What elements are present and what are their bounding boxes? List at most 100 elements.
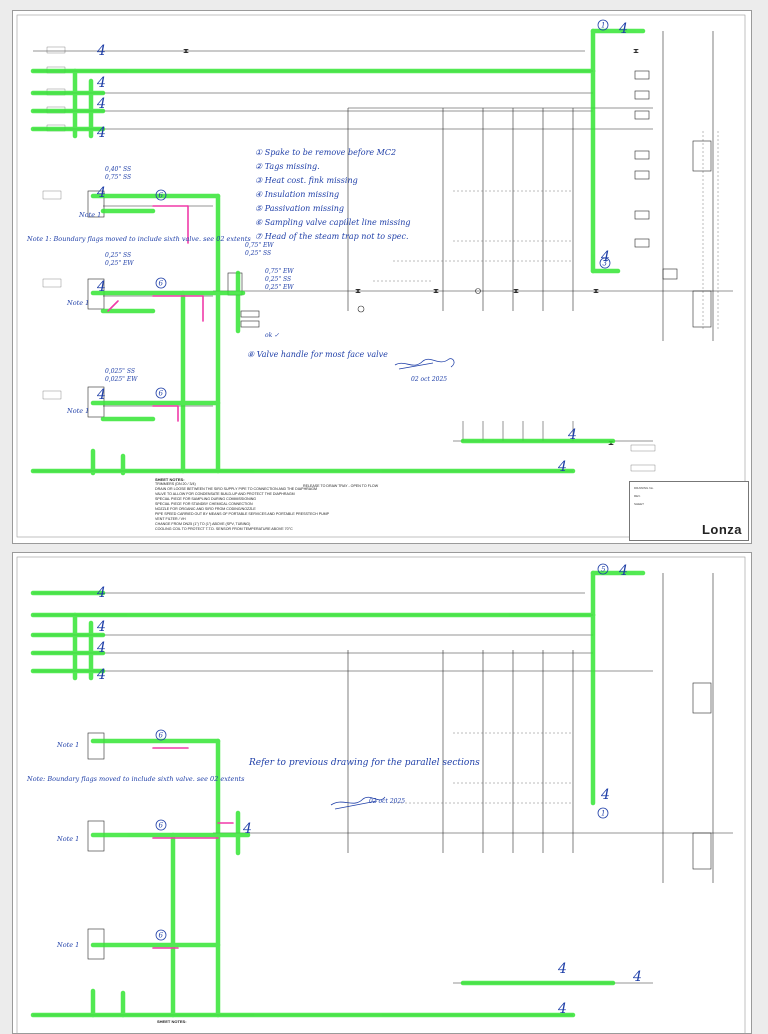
signature-top [394, 358, 455, 370]
svg-text:⑥ Sampling valve capillet line: ⑥ Sampling valve capillet line missing [255, 218, 411, 227]
red-four-marks-bottom: 4 4 4 4 4 4 4 4 4 4 [96, 563, 642, 1017]
svg-text:0,025" EW: 0,025" EW [105, 376, 138, 383]
svg-text:6: 6 [159, 280, 164, 288]
sheet-note: NOZZLE FOR ORGANIC AND SIRO FROM CODING/… [155, 507, 256, 511]
sheet-note: VENT FILTER / VH [155, 517, 186, 521]
sheet-note: VALVE TO ALLOW FOR CONDENSATE BUILD-UP A… [155, 492, 295, 496]
sheet-note: DRAIN OR LOOSE BETWEEN THE SIRO SUPPLY P… [155, 487, 317, 491]
svg-text:Note 1: Note 1 [56, 741, 79, 749]
svg-text:4: 4 [557, 1001, 567, 1017]
title-block-line: SHEET [634, 502, 645, 506]
title-block-line: REV. [634, 494, 641, 498]
title-block-line: DRAWING No. [634, 486, 654, 490]
sheet-note: COOLING COIL TO PROTECT T.T.D. SENSOR FR… [155, 527, 293, 531]
svg-text:② Tags missing.: ② Tags missing. [255, 162, 320, 171]
line-tags [42, 46, 656, 472]
svg-text:1: 1 [601, 810, 605, 818]
svg-text:6: 6 [159, 732, 164, 740]
svg-text:4: 4 [96, 43, 106, 59]
sheet-note: SPECIAL PIECE FOR STANDBY CHEMICAL CONNE… [155, 502, 253, 506]
svg-text:4: 4 [96, 585, 106, 601]
lower-right-branch [453, 421, 653, 442]
svg-text:4: 4 [96, 185, 106, 201]
svg-text:4: 4 [96, 75, 106, 91]
svg-text:6: 6 [159, 192, 164, 200]
svg-text:4: 4 [96, 387, 106, 403]
svg-text:Note 1: Note 1 [66, 299, 89, 307]
refer-comment: Refer to previous drawing for the parall… [248, 758, 480, 768]
svg-text:4: 4 [632, 969, 642, 985]
svg-text:4: 4 [242, 821, 252, 837]
svg-text:0,025" SS: 0,025" SS [105, 368, 135, 375]
svg-text:③ Heat cost. fink missing: ③ Heat cost. fink missing [255, 176, 358, 185]
control-lines-bottom [393, 732, 573, 804]
sheet-note: CHANGE FROM DN25 (1") TO (1") ABOVE (SPV… [155, 522, 251, 526]
pid-drawing-bottom: 4 4 4 4 4 4 4 4 4 4 5 1 6 6 6 Note 1 Not… [16, 556, 746, 1033]
signature-date-bottom: 02 oct 2025 [369, 798, 405, 805]
svg-text:Note 1: Note 1 [78, 211, 101, 219]
svg-text:⑦ Head of the steam trap not t: ⑦ Head of the steam trap not to spec. [255, 232, 409, 241]
pid-sheet-bottom: 4 4 4 4 4 4 4 4 4 4 5 1 6 6 6 Note 1 Not… [12, 552, 752, 1034]
signature-bottom [330, 796, 386, 810]
svg-text:4: 4 [96, 667, 106, 683]
green-highlight-bottom [30, 570, 646, 1018]
sheet-note: SPECIAL PIECE FOR SAMPLING DURING COMMIS… [155, 497, 257, 501]
sheet-notes-title-bottom: SHEET NOTES: [157, 1019, 187, 1024]
svg-text:4: 4 [96, 96, 106, 112]
svg-text:Note 1: Note 1 [66, 407, 89, 415]
svg-text:3: 3 [603, 260, 608, 268]
svg-text:0,40" SS: 0,40" SS [105, 166, 131, 173]
svg-text:0,25" SS: 0,25" SS [105, 252, 131, 259]
comment-list-top: ① Spake to be remove before MC2 ② Tags m… [247, 148, 411, 359]
pid-drawing-top: 4 4 4 4 4 4 4 4 4 4 4 6 6 6 1 3 0,40" [16, 14, 746, 538]
svg-text:① Spake to be remove before MC: ① Spake to be remove before MC2 [255, 148, 396, 157]
svg-text:4: 4 [557, 961, 567, 977]
title-block-top: DRAWING No. REV. SHEET Lonza [629, 481, 749, 541]
svg-text:0,25" SS: 0,25" SS [245, 250, 271, 257]
side-note-top: Note 1: Boundary flags moved to include … [26, 235, 251, 243]
left-modules [87, 190, 260, 418]
svg-text:4: 4 [600, 787, 610, 803]
svg-text:0,75" SS: 0,75" SS [105, 174, 131, 181]
svg-text:4: 4 [96, 125, 106, 141]
svg-text:Note 1: Note 1 [56, 941, 79, 949]
pid-sheet-top: 4 4 4 4 4 4 4 4 4 4 4 6 6 6 1 3 0,40" [12, 10, 752, 544]
svg-text:4: 4 [600, 249, 610, 265]
svg-text:4: 4 [96, 619, 106, 635]
svg-text:0,25" EW: 0,25" EW [105, 260, 134, 267]
svg-text:⑤ Passivation missing: ⑤ Passivation missing [255, 204, 344, 213]
svg-text:4: 4 [567, 427, 577, 443]
signature-date-top: 02 oct 2025 [411, 376, 447, 383]
svg-text:4: 4 [96, 640, 106, 656]
valve-symbols [183, 49, 639, 445]
control-lines [373, 131, 719, 331]
svg-text:ok ✓: ok ✓ [265, 332, 279, 339]
svg-text:④ Insulation missing: ④ Insulation missing [255, 190, 339, 199]
side-note-bottom: Note: Boundary flags moved to include si… [26, 775, 245, 783]
svg-text:4: 4 [618, 21, 628, 37]
circled-markers-bottom: 5 1 6 6 6 [155, 563, 609, 941]
svg-text:4: 4 [557, 459, 567, 475]
svg-text:4: 4 [96, 279, 106, 295]
svg-text:6: 6 [159, 932, 164, 940]
sheet-note: TRIMMERS (DN 20 / 3/4) [155, 482, 196, 486]
svg-text:5: 5 [601, 566, 606, 574]
pink-redlines-bottom [152, 747, 234, 949]
pink-redlines-top [107, 205, 204, 422]
red-four-marks: 4 4 4 4 4 4 4 4 4 4 4 [96, 21, 628, 475]
note1-labels-top: Note 1 Note 1 Note 1 [66, 211, 101, 415]
svg-text:4: 4 [618, 563, 628, 579]
process-lines-left [33, 50, 733, 472]
svg-text:1: 1 [601, 22, 605, 30]
sheet-notes-top: SHEET NOTES: TRIMMERS (DN 20 / 3/4) DRAI… [155, 477, 355, 532]
svg-text:Note 1: Note 1 [56, 835, 79, 843]
svg-text:0,25" SS: 0,25" SS [265, 276, 291, 283]
sheet-notes-title: SHEET NOTES: [155, 477, 185, 482]
process-lines-bottom [33, 573, 733, 1016]
circled-markers-top: 6 6 6 1 3 [155, 19, 611, 399]
svg-text:0,75" EW: 0,75" EW [265, 268, 294, 275]
svg-text:6: 6 [159, 822, 164, 830]
svg-text:6: 6 [159, 390, 164, 398]
release-note: RELEASE TO DRAW TRAY - OPEN TO FLOW [303, 484, 379, 488]
svg-text:Note 1: Boundary flags moved t: Note 1: Boundary flags moved to include … [26, 235, 251, 243]
